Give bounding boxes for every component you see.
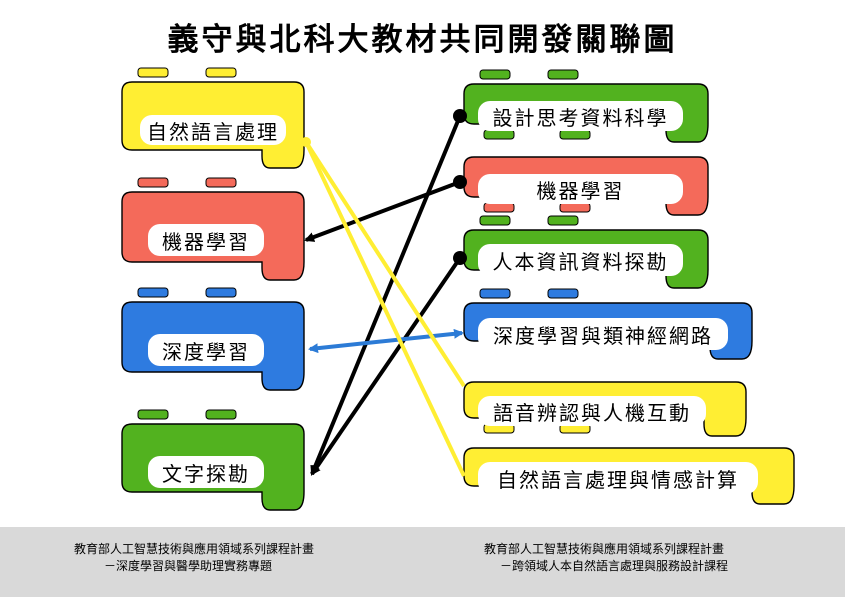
left-module-L4-tab-top-1: [137, 409, 169, 420]
footer-right-note: 教育部人工智慧技術與應用領域系列課程計畫 －跨領域人本自然語言處理與服務設計課程: [484, 541, 728, 575]
link-l1-r6-line: [304, 141, 466, 477]
link-l1-r5-line: [304, 140, 466, 388]
footer-left-line1: 教育部人工智慧技術與應用領域系列課程計畫: [74, 542, 315, 556]
right-module-R1-tab-top-1: [479, 69, 511, 80]
footer-bar: 教育部人工智慧技術與應用領域系列課程計畫 －深度學習與醫學助理實務專題 教育部人…: [0, 527, 845, 597]
footer-left-line2: －深度學習與醫學助理實務專題: [104, 559, 273, 573]
right-module-R1-tab-bottom-2: [559, 129, 591, 140]
link-r1-l4-origin-dot: [453, 109, 467, 123]
left-module-label-ml[interactable]: 機器學習: [148, 224, 264, 256]
right-module-label-ml[interactable]: 機器學習: [478, 174, 683, 204]
left-module-label-dl[interactable]: 深度學習: [148, 334, 264, 366]
right-module-label-hci-mining[interactable]: 人本資訊資料探勘: [478, 244, 683, 276]
right-module-R2-tab-bottom-2: [559, 202, 591, 213]
right-module-label-dl-nn[interactable]: 深度學習與類神經網路: [478, 318, 728, 350]
left-module-L3-tab-top-2: [205, 287, 237, 298]
link-r1-l4-arrow: [310, 115, 462, 476]
footer-right-line1: 教育部人工智慧技術與應用領域系列課程計畫: [484, 542, 725, 556]
right-module-R4-tab-top-2: [547, 288, 579, 299]
left-module-L2-tab-top-2: [205, 177, 237, 188]
link-l3-r4-double-arrow: [308, 328, 464, 354]
link-r2-l2-origin-dot: [453, 175, 467, 189]
left-module-L1-tab-top-1: [137, 67, 169, 78]
footer-left-note: 教育部人工智慧技術與應用領域系列課程計畫 －深度學習與醫學助理實務專題: [74, 541, 314, 575]
left-module-label-nlp[interactable]: 自然語言處理: [140, 115, 286, 145]
nlp-link-origin-dot: [301, 137, 311, 147]
link-r3-l4-origin-dot: [453, 251, 467, 265]
footer-right-line2: －跨領域人本自然語言處理與服務設計課程: [500, 559, 729, 573]
right-module-R1-tab-top-2: [547, 69, 579, 80]
page-title: 義守與北科大教材共同開發關聯圖: [167, 22, 678, 58]
right-module-label-design-ds[interactable]: 設計思考資料科學: [478, 101, 683, 131]
left-module-L2-tab-top-1: [137, 177, 169, 188]
right-module-label-nlp-affective[interactable]: 自然語言處理與情感計算: [478, 462, 758, 494]
right-module-R1-tab-bottom-1: [483, 129, 515, 140]
right-module-R3-tab-top-2: [547, 215, 579, 226]
link-r3-l4-arrow: [310, 256, 462, 476]
right-module-R4-tab-top-1: [479, 288, 511, 299]
left-module-L1-tab-top-2: [205, 67, 237, 78]
link-r2-l2-arrow: [304, 180, 461, 242]
left-module-L4-tab-top-2: [205, 409, 237, 420]
right-module-R3-tab-top-1: [479, 215, 511, 226]
relationship-diagram: [121, 67, 795, 511]
right-module-R2-tab-bottom-1: [483, 202, 515, 213]
left-module-label-textmining[interactable]: 文字探勘: [148, 456, 264, 488]
right-module-label-speech[interactable]: 語音辨認與人機互動: [478, 396, 706, 426]
left-module-L3-tab-top-1: [137, 287, 169, 298]
